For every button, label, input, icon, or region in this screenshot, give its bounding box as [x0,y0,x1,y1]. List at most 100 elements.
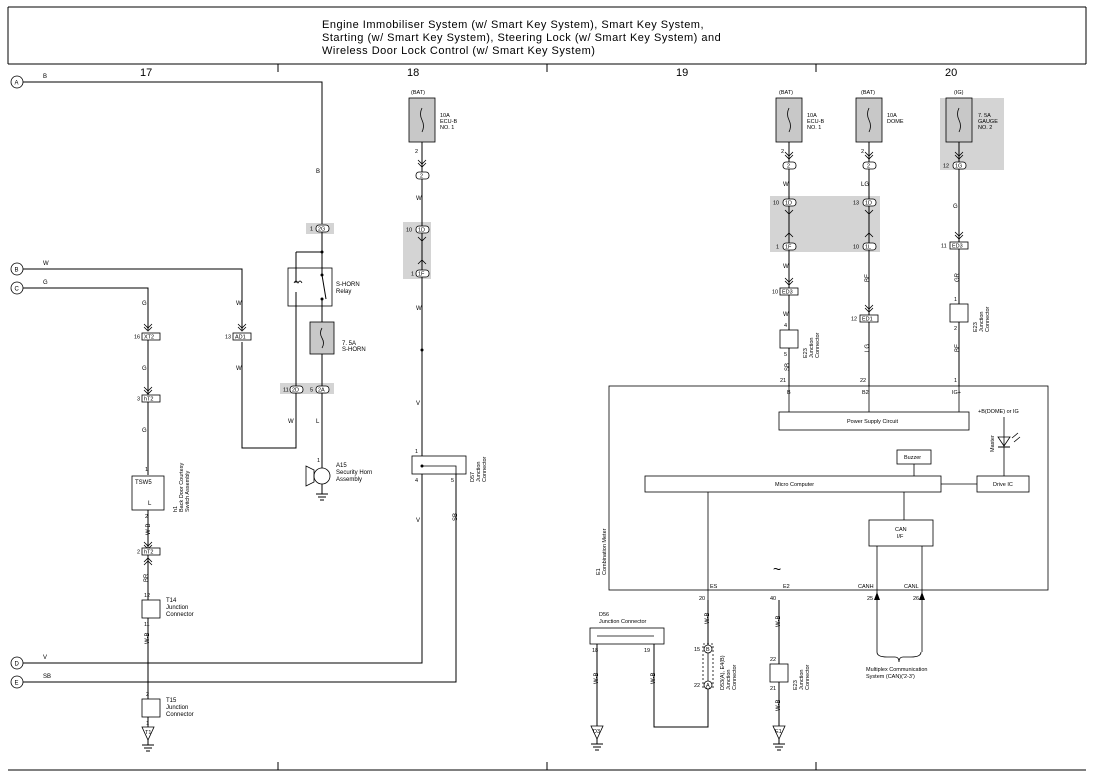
svg-text:Buzzer: Buzzer [904,455,921,461]
junction-d53-e4 [702,643,714,689]
svg-text:5: 5 [451,478,454,484]
svg-text:10A: 10A [440,113,450,119]
relay-coil [293,280,303,284]
svg-text:15: 15 [694,647,700,653]
svg-text:E23: E23 [973,322,979,332]
svg-text:21: 21 [770,686,776,692]
svg-text:BE: BE [865,274,871,282]
svg-text:22: 22 [694,683,700,689]
connector-ad1 [232,332,252,341]
svg-text:Drive IC: Drive IC [993,482,1013,488]
wire-e [23,474,457,683]
svg-text:Junction: Junction [809,338,815,359]
svg-text:A: A [15,81,19,87]
svg-text:G: G [142,301,147,307]
svg-text:L: L [148,501,152,507]
svg-text:Relay: Relay [336,289,351,295]
svg-text:W-B: W-B [776,615,782,627]
shade-2d-2a [280,383,334,394]
svg-text:Junction: Junction [799,670,805,691]
svg-text:4: 4 [415,478,418,484]
svg-text:Assembly: Assembly [336,477,362,483]
svg-text:G: G [43,280,48,286]
svg-text:W-B: W-B [594,672,600,684]
svg-text:Connector: Connector [805,664,811,690]
svg-text:Junction: Junction [166,705,188,711]
svg-text:11: 11 [941,244,947,250]
svg-text:W: W [783,312,789,318]
svg-text:20: 20 [699,596,705,602]
svg-text:D: D [15,662,20,668]
svg-text:26: 26 [913,596,919,602]
junction-e23-a [779,329,799,349]
svg-text:W: W [416,196,422,202]
svg-text:ECU-B: ECU-B [440,119,457,125]
svg-text:G: G [142,366,147,372]
svg-text:LG: LG [865,344,871,352]
svg-text:BE: BE [955,344,961,352]
svg-text:5: 5 [310,388,313,394]
wire-a [23,81,323,224]
junction-t14 [141,599,161,619]
svg-text:SB: SB [43,674,51,680]
svg-text:1: 1 [310,227,313,233]
svg-text:S-HORN: S-HORN [342,347,366,353]
svg-text:SB: SB [453,513,459,521]
svg-text:DOME: DOME [887,119,904,125]
svg-text:G: G [953,204,958,210]
connector-b: B [10,262,24,276]
svg-text:2: 2 [787,164,790,170]
svg-text:Junction: Junction [476,462,482,483]
svg-text:B: B [43,74,47,80]
svg-text:ES: ES [710,584,718,590]
svg-text:Connector: Connector [166,712,194,718]
connector-ht2-b [141,547,161,556]
svg-text:B: B [316,169,320,175]
svg-text:10: 10 [773,201,779,207]
svg-text:Connector: Connector [482,456,488,482]
svg-text:W-B: W-B [705,612,711,624]
svg-text:25: 25 [867,596,873,602]
section-20: 20 [945,67,957,79]
connector-a: A [10,75,24,89]
svg-text:V: V [43,655,47,661]
svg-text:ECU-B: ECU-B [807,119,824,125]
wire-w-2d [241,342,297,449]
svg-text:18: 18 [592,648,598,654]
svg-text:h1: h1 [173,506,179,512]
svg-text:1: 1 [317,458,320,464]
svg-text:2: 2 [145,514,148,520]
svg-text:IG+: IG+ [952,390,961,396]
title-line-3: Wireless Door Lock Control (w/ Smart Key… [322,45,595,57]
svg-text:B2: B2 [862,390,869,396]
svg-text:(BAT): (BAT) [779,90,793,96]
svg-text:Junction: Junction [979,312,985,333]
svg-text:CAN: CAN [895,527,907,533]
svg-text:1D: 1D [785,201,792,207]
svg-text:GAUGE: GAUGE [978,119,998,125]
svg-text:2: 2 [137,550,140,556]
svg-text:7. 5A: 7. 5A [978,113,991,119]
svg-text:1G: 1G [955,164,962,170]
svg-text:E1: E1 [775,729,782,735]
svg-text:E: E [15,681,19,687]
svg-text:1: 1 [954,378,957,384]
svg-text:Connector: Connector [166,612,194,618]
svg-text:LG: LG [861,182,869,188]
connector-ht2-a [141,394,161,403]
svg-text:2: 2 [954,326,957,332]
svg-text:B: B [15,268,19,274]
svg-text:10: 10 [772,290,778,296]
svg-text:Connector: Connector [815,332,821,358]
title-line-1: Engine Immobiliser System (w/ Smart Key … [322,19,704,31]
svg-text:Micro Computer: Micro Computer [775,482,814,488]
svg-text:W: W [236,301,242,307]
svg-text:NO. 2: NO. 2 [978,125,992,131]
svg-text:W: W [783,182,789,188]
svg-text:W-B: W-B [776,699,782,711]
svg-text:E23: E23 [803,348,809,358]
svg-text:2G: 2G [318,227,325,233]
svg-text:GR: GR [955,272,961,282]
svg-text:10: 10 [406,228,412,234]
